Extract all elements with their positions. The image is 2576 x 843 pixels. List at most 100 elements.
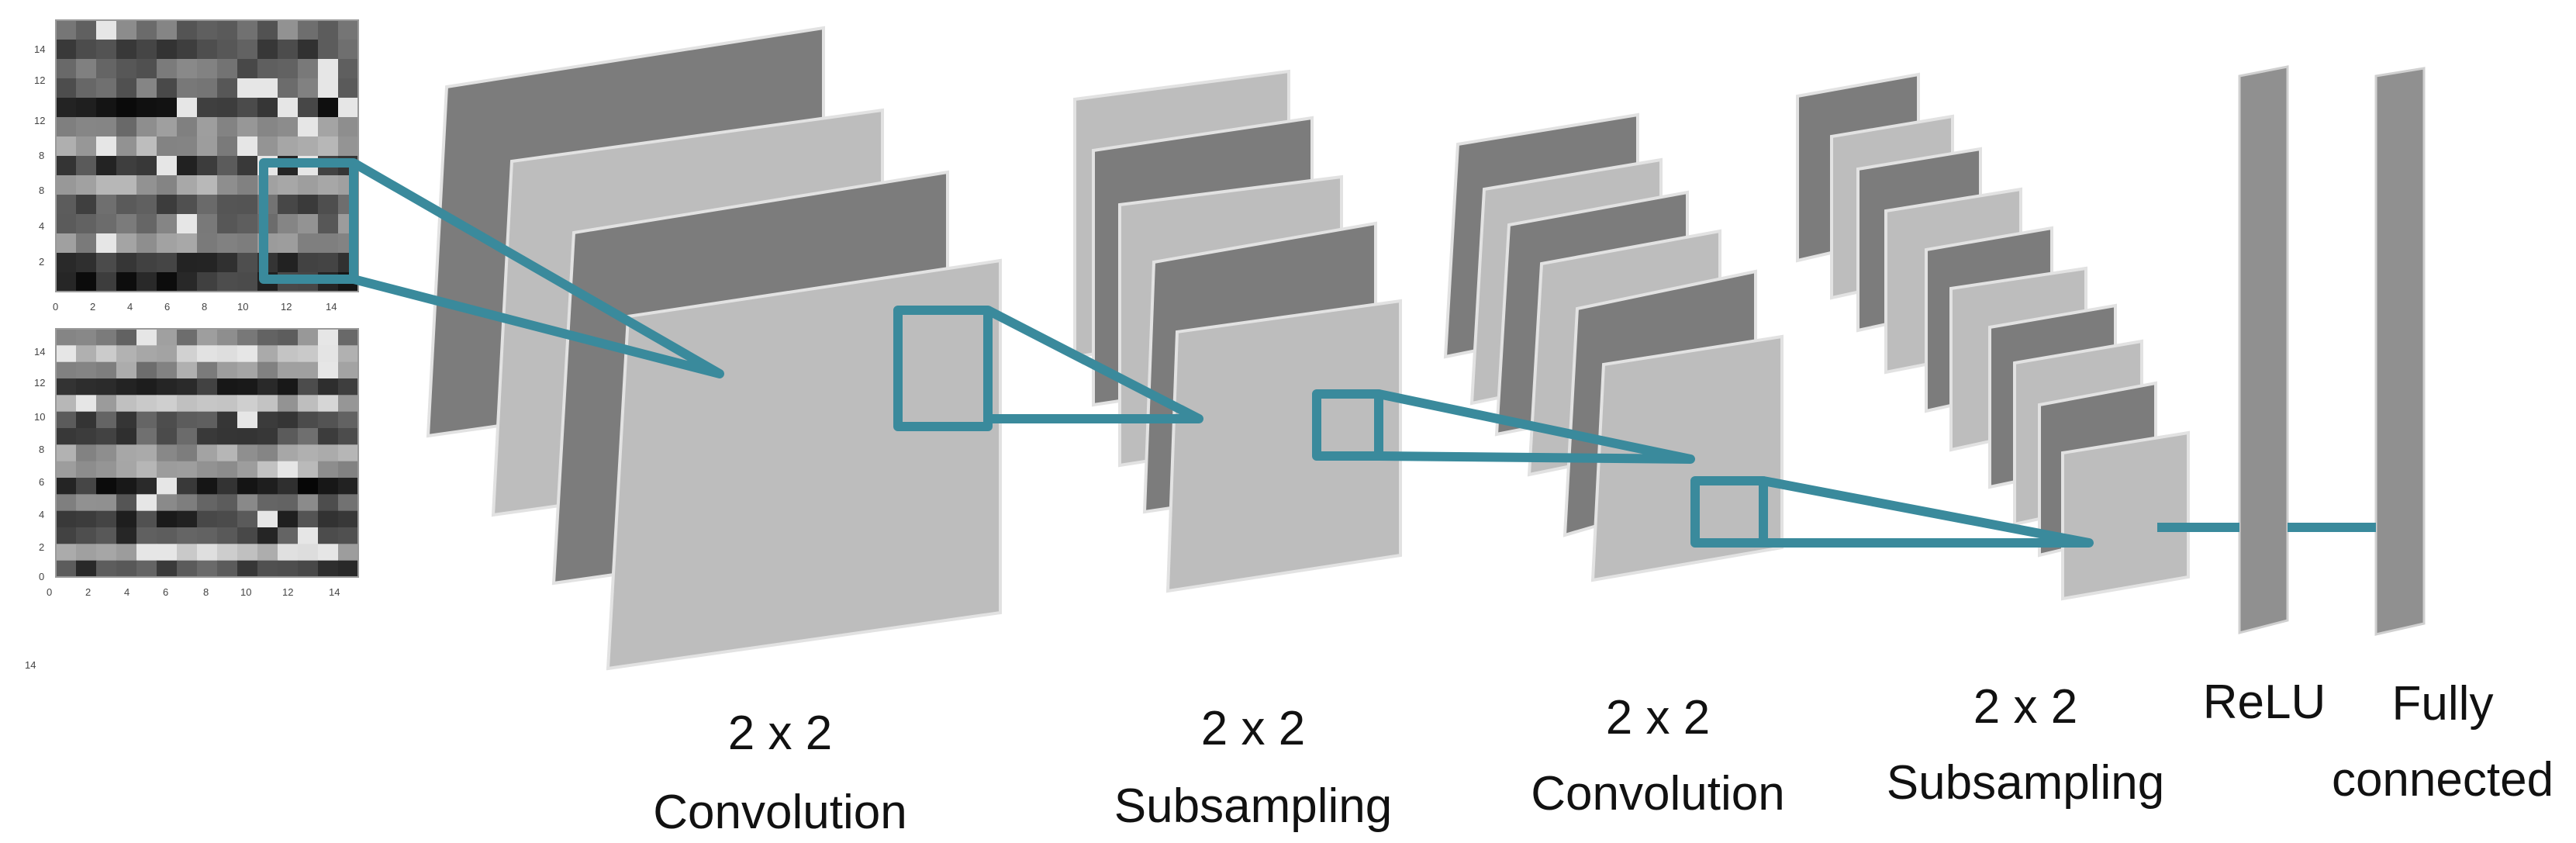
heatmap-cell	[177, 444, 198, 462]
heatmap-cell	[116, 428, 137, 445]
heatmap-cell	[318, 233, 339, 254]
heatmap-cell	[278, 214, 299, 234]
heatmap-cell	[318, 444, 339, 462]
heatmap-cell	[338, 461, 359, 479]
stage-label-relu: ReLU	[2203, 675, 2326, 729]
heatmap-cell	[217, 544, 238, 561]
heatmap-cell	[136, 156, 157, 176]
heatmap-cell	[318, 20, 339, 40]
heatmap-cell	[237, 214, 258, 234]
heatmap-cell	[76, 136, 97, 157]
stage-label-conv1-line1: 2 x 2	[728, 707, 832, 760]
top-xtick-0: 0	[53, 301, 58, 313]
heatmap-cell	[257, 544, 278, 561]
heatmap-cell	[157, 544, 178, 561]
heatmap-cell	[177, 527, 198, 544]
heatmap-cell	[56, 527, 77, 544]
heatmap-cell	[278, 345, 299, 363]
heatmap-cell	[278, 117, 299, 137]
heatmap-cell	[338, 345, 359, 363]
heatmap-cell	[157, 527, 178, 544]
bottom-ytick-0: 14	[34, 346, 45, 358]
stage-label-fc-line1: Fully	[2392, 677, 2494, 731]
heatmap-cell	[237, 361, 258, 379]
heatmap-cell	[318, 117, 339, 137]
heatmap-cell	[338, 494, 359, 512]
heatmap-cell	[318, 544, 339, 561]
heatmap-cell	[237, 98, 258, 118]
connector-line-4	[1762, 476, 2094, 548]
heatmap-cell	[56, 195, 77, 215]
heatmap-cell	[76, 329, 97, 346]
heatmap-cell	[197, 428, 218, 445]
heatmap-cell	[318, 136, 339, 157]
bottom-ytick-6: 2	[39, 541, 44, 553]
heatmap-cell	[257, 527, 278, 544]
heatmap-cell	[177, 461, 198, 479]
heatmap-cell	[298, 78, 319, 98]
heatmap-cell	[318, 560, 339, 578]
heatmap-cell	[76, 78, 97, 98]
heatmap-cell	[338, 378, 359, 396]
bottom-xtick-0: 0	[47, 586, 52, 598]
sub2-map-10	[2061, 430, 2190, 601]
heatmap-cell	[278, 136, 299, 157]
heatmap-cell	[217, 560, 238, 578]
heatmap-cell	[278, 195, 299, 215]
heatmap-cell	[298, 59, 319, 79]
heatmap-cell	[197, 78, 218, 98]
input-heatmap-top	[56, 20, 359, 292]
heatmap-cell	[318, 98, 339, 118]
bottom-xtick-5: 10	[240, 586, 251, 598]
heatmap-cell	[136, 136, 157, 157]
heatmap-cell	[298, 527, 319, 544]
heatmap-cell	[157, 461, 178, 479]
relu-layer-bar	[2238, 65, 2289, 634]
heatmap-cell	[318, 478, 339, 495]
heatmap-cell	[298, 361, 319, 379]
heatmap-cell	[76, 214, 97, 234]
heatmap-cell	[298, 428, 319, 445]
top-xtick-1: 2	[90, 301, 95, 313]
heatmap-cell	[116, 59, 137, 79]
heatmap-cell	[96, 461, 117, 479]
heatmap-cell	[56, 175, 77, 195]
heatmap-cell	[278, 544, 299, 561]
heatmap-cell	[217, 329, 238, 346]
heatmap-cell	[257, 361, 278, 379]
heatmap-cell	[76, 361, 97, 379]
heatmap-cell	[177, 510, 198, 528]
heatmap-cell	[96, 156, 117, 176]
heatmap-cell	[56, 345, 77, 363]
bottom-ytick-5: 4	[39, 509, 44, 520]
heatmap-cell	[217, 461, 238, 479]
receptive-field-box-2	[893, 306, 993, 431]
heatmap-cell	[96, 98, 117, 118]
heatmap-cell	[136, 560, 157, 578]
heatmap-cell	[56, 156, 77, 176]
heatmap-cell	[318, 345, 339, 363]
heatmap-cell	[237, 378, 258, 396]
heatmap-cell	[136, 461, 157, 479]
heatmap-cell	[217, 78, 238, 98]
stage-label-conv1-line2: Convolution	[653, 786, 906, 839]
heatmap-cell	[278, 378, 299, 396]
heatmap-cell	[278, 494, 299, 512]
heatmap-cell	[197, 411, 218, 429]
heatmap-cell	[157, 510, 178, 528]
heatmap-cell	[257, 411, 278, 429]
heatmap-cell	[76, 98, 97, 118]
heatmap-cell	[177, 175, 198, 195]
heatmap-cell	[197, 20, 218, 40]
heatmap-cell	[217, 195, 238, 215]
heatmap-cell	[298, 461, 319, 479]
heatmap-cell	[96, 40, 117, 60]
heatmap-cell	[237, 329, 258, 346]
heatmap-cell	[217, 214, 238, 234]
heatmap-cell	[96, 59, 117, 79]
stray-tick: 14	[25, 659, 36, 671]
heatmap-cell	[96, 428, 117, 445]
heatmap-cell	[298, 329, 319, 346]
heatmap-cell	[136, 195, 157, 215]
conv1-feature-maps	[426, 26, 1002, 671]
